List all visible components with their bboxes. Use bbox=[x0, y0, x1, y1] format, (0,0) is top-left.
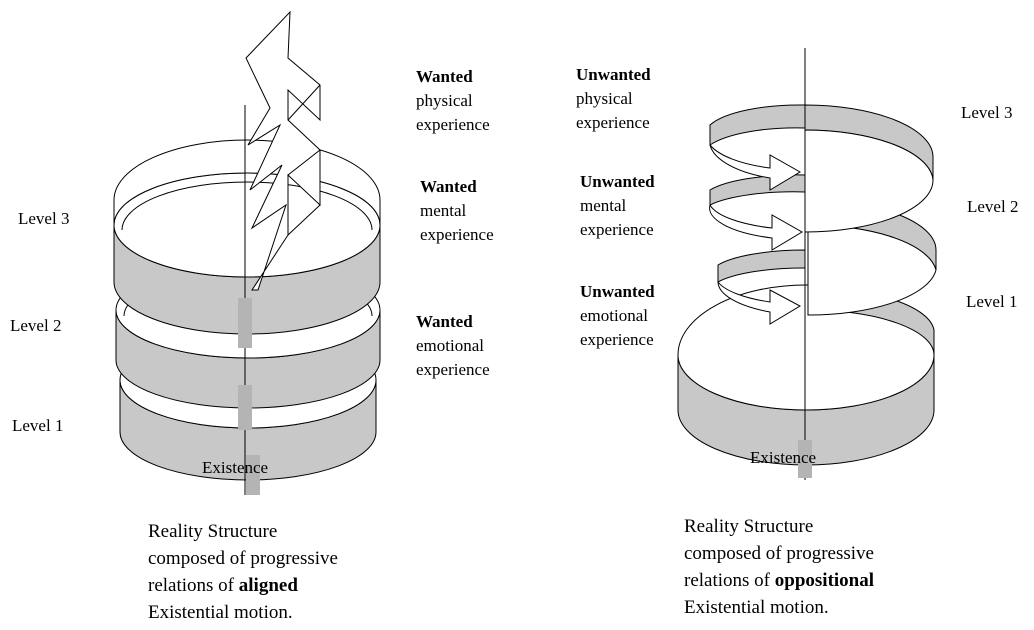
left-caption: Reality Structure composed of progressiv… bbox=[148, 521, 338, 623]
right-level-2-label: Level 2 bbox=[967, 197, 1019, 216]
left-spiral bbox=[113, 10, 381, 495]
left-level-1-label: Level 1 bbox=[12, 416, 64, 435]
right-physical-experience: Unwanted physical experience bbox=[576, 65, 651, 132]
left-mental-experience: Wanted mental experience bbox=[420, 177, 494, 244]
left-level-3-label: Level 3 bbox=[18, 209, 70, 228]
right-caption: Reality Structure composed of progressiv… bbox=[684, 516, 875, 618]
right-curl-top bbox=[709, 104, 806, 146]
left-existence-label: Existence bbox=[202, 458, 269, 477]
caption-emphasis: aligned bbox=[238, 575, 298, 596]
right-arrow-emotional bbox=[717, 280, 802, 325]
right-arrow-physical bbox=[709, 144, 801, 191]
right-curl-low bbox=[717, 249, 806, 283]
left-rising-arrow bbox=[245, 10, 321, 291]
right-arrow-mental bbox=[709, 203, 803, 251]
left-physical-experience: Wanted physical experience bbox=[416, 67, 490, 134]
left-emotional-experience: Wanted emotional experience bbox=[416, 312, 490, 379]
caption-emphasis: oppositional bbox=[774, 570, 875, 591]
left-level-2-label: Level 2 bbox=[10, 316, 62, 335]
right-level-3-label: Level 3 bbox=[961, 103, 1013, 122]
right-emotional-experience: Unwanted emotional experience bbox=[580, 282, 655, 349]
right-level-1-label: Level 1 bbox=[966, 292, 1018, 311]
right-existence-label: Existence bbox=[750, 448, 817, 467]
right-mental-experience: Unwanted mental experience bbox=[580, 172, 655, 239]
right-spiral bbox=[677, 48, 937, 480]
qualifier: Wanted bbox=[416, 67, 473, 86]
right-curl-mid bbox=[709, 174, 806, 206]
